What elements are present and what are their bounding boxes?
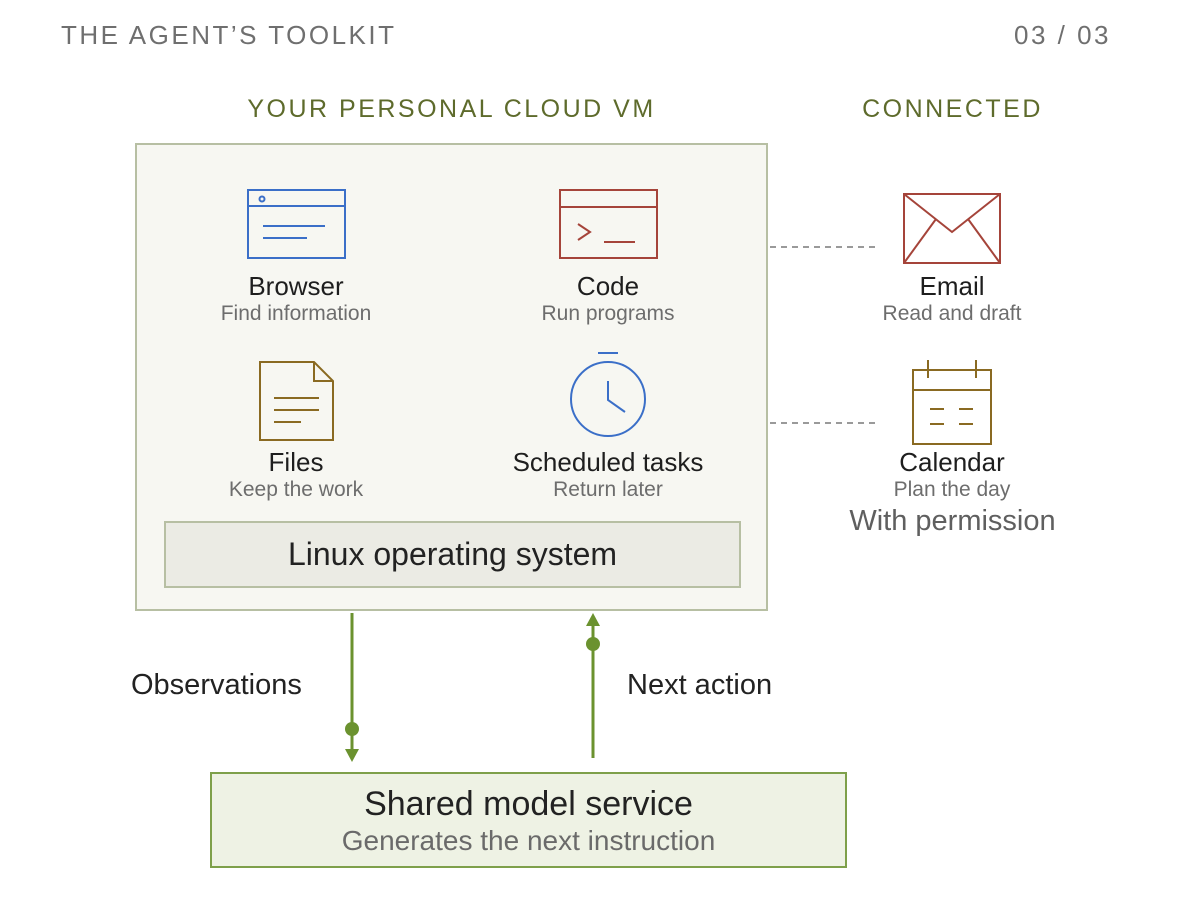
tool-subtitle: Run programs — [541, 302, 675, 325]
os-label: Linux operating system — [287, 536, 618, 572]
tool-title: Scheduled tasks — [512, 447, 704, 477]
observations-label: Observations — [131, 669, 302, 701]
linux-os-layer: Linux operating system — [164, 521, 741, 588]
app-subtitle: Read and draft — [882, 302, 1022, 325]
stopwatch-icon — [570, 352, 646, 437]
terminal-icon — [559, 189, 658, 259]
shared-model-service-box: Shared model service Generates the next … — [210, 772, 847, 868]
tool-browser: Browser Find information — [146, 271, 446, 327]
tool-files: Files Keep the work — [146, 447, 446, 503]
model-title: Shared model service — [364, 785, 693, 823]
tool-subtitle: Return later — [553, 478, 663, 501]
model-subtitle: Generates the next instruction — [341, 825, 716, 856]
tool-title: Files — [268, 447, 324, 477]
connected-section-title: CONNECTED — [862, 95, 1043, 123]
envelope-icon — [903, 193, 1001, 264]
deck-title: THE AGENT’S TOOLKIT — [61, 20, 397, 50]
connected-calendar: Calendar Plan the day — [802, 447, 1102, 503]
vm-section-title: YOUR PERSONAL CLOUD VM — [247, 95, 656, 123]
tool-subtitle: Keep the work — [228, 478, 364, 501]
page-indicator: 03 / 03 — [1014, 20, 1112, 50]
app-title: Email — [919, 271, 985, 301]
observations-arrow — [345, 613, 359, 762]
document-icon — [259, 361, 334, 441]
tool-subtitle: Find information — [220, 302, 372, 325]
app-subtitle: Plan the day — [893, 478, 1011, 501]
next-action-label: Next action — [627, 669, 773, 701]
tool-title: Code — [576, 271, 640, 301]
connected-email: Email Read and draft — [802, 271, 1102, 327]
next-action-arrow — [586, 613, 600, 758]
tool-scheduled-tasks: Scheduled tasks Return later — [458, 447, 758, 503]
calendar-icon — [912, 360, 992, 445]
permission-note: With permission — [849, 505, 1056, 537]
tool-code: Code Run programs — [458, 271, 758, 327]
browser-window-icon — [247, 189, 346, 259]
app-title: Calendar — [899, 447, 1005, 477]
tool-title: Browser — [248, 271, 344, 301]
